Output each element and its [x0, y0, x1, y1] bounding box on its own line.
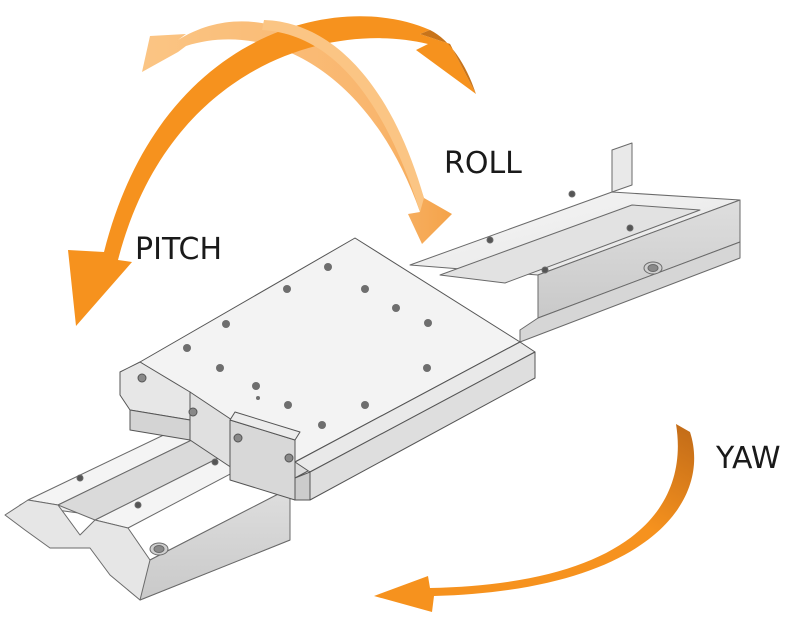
roll-arrow-overlap: [262, 20, 424, 212]
carriage-front-block-top: [229, 411, 301, 441]
rail-hole: [626, 224, 634, 232]
rail-hole: [76, 474, 84, 482]
rail-edge-back: [519, 241, 741, 343]
curved-arrow-roll-icon: [142, 21, 452, 244]
end-cap-screw: [233, 433, 243, 443]
rail-hole: [568, 190, 576, 198]
rail-hole: [211, 458, 219, 466]
yaw-label: YAW: [716, 441, 781, 476]
roll-label: ROLL: [444, 146, 522, 181]
carriage-mount-holes: [183, 263, 432, 429]
rail-hole: [486, 236, 494, 244]
rail-mount-hole-inner: [647, 264, 659, 272]
curved-arrow-pitch-icon: [68, 16, 476, 326]
rail-side-front: [139, 487, 291, 601]
carriage: [119, 237, 536, 501]
curved-arrow-yaw-icon: [374, 424, 695, 612]
rail-hole: [541, 266, 549, 274]
rail-mount-hole-inner: [153, 545, 165, 553]
rail-groove-back: [439, 204, 701, 284]
pitch-label: PITCH: [135, 232, 223, 267]
end-cap-screw: [137, 373, 147, 383]
end-cap-screw: [188, 407, 198, 417]
rail-end-flange: [611, 142, 633, 193]
rail-hole: [134, 501, 142, 509]
guide-rail: [4, 142, 741, 601]
end-cap-screw: [284, 453, 294, 463]
